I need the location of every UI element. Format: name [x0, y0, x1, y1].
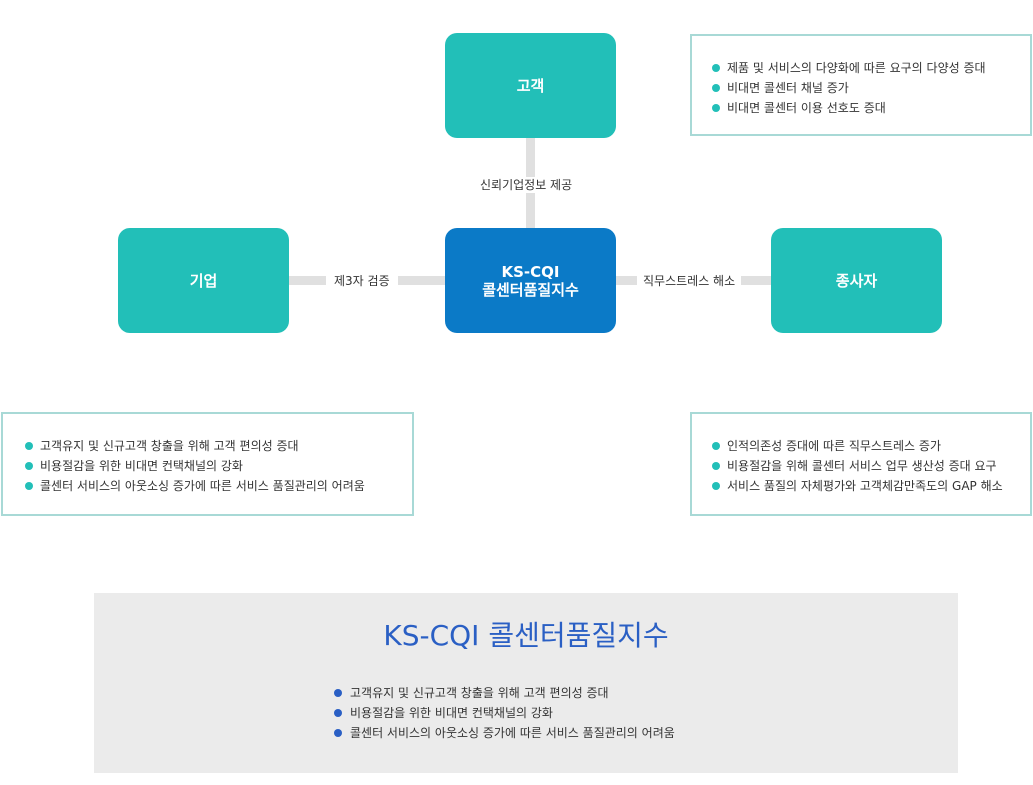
bullet-icon [25, 462, 33, 470]
bullet-icon [712, 482, 720, 490]
bullet-icon [334, 689, 342, 697]
node-company: 기업 [118, 228, 289, 333]
node-center-label-line2: 콜센터품질지수 [482, 280, 579, 299]
bullet-icon [712, 442, 720, 450]
list-item: 비용절감을 위한 비대면 컨택채널의 강화 [334, 703, 675, 723]
bullet-icon [25, 482, 33, 490]
list-item: 비대면 콜센터 이용 선호도 증대 [712, 98, 1030, 118]
bullet-icon [25, 442, 33, 450]
list-item: 서비스 품질의 자체평가와 고객체감만족도의 GAP 해소 [712, 476, 1030, 496]
summary-panel: KS-CQI 콜센터품질지수 고객유지 및 신규고객 창출을 위해 고객 편의성… [94, 593, 958, 773]
node-center: KS-CQI 콜센터품질지수 [445, 228, 616, 333]
customer-info-box: 제품 및 서비스의 다양화에 따른 요구의 다양성 증대 비대면 콜센터 채널 … [690, 34, 1032, 136]
bullet-icon [334, 729, 342, 737]
bullet-icon [334, 709, 342, 717]
list-item: 고객유지 및 신규고객 창출을 위해 고객 편의성 증대 [334, 683, 675, 703]
node-employee: 종사자 [771, 228, 942, 333]
node-center-label-line1: KS-CQI [501, 262, 560, 281]
list-item: 콜센터 서비스의 아웃소싱 증가에 따른 서비스 품질관리의 어려움 [25, 476, 412, 496]
customer-info-list: 제품 및 서비스의 다양화에 따른 요구의 다양성 증대 비대면 콜센터 채널 … [712, 58, 1030, 118]
summary-title: KS-CQI 콜센터품질지수 [383, 619, 669, 652]
company-info-box: 고객유지 및 신규고객 창출을 위해 고객 편의성 증대 비용절감을 위한 비대… [1, 412, 414, 516]
node-customer-label: 고객 [516, 76, 545, 95]
edge-label-customer-center: 신뢰기업정보 제공 [476, 177, 577, 193]
list-item: 비대면 콜센터 채널 증가 [712, 78, 1030, 98]
bullet-icon [712, 104, 720, 112]
list-item: 인적의존성 증대에 따른 직무스트레스 증가 [712, 436, 1030, 456]
list-item: 비용절감을 위해 콜센터 서비스 업무 생산성 증대 요구 [712, 456, 1030, 476]
bullet-icon [712, 64, 720, 72]
edge-label-company-center: 제3자 검증 [326, 273, 398, 289]
list-item: 콜센터 서비스의 아웃소싱 증가에 따른 서비스 품질관리의 어려움 [334, 723, 675, 743]
list-item: 비용절감을 위한 비대면 컨택채널의 강화 [25, 456, 412, 476]
summary-list: 고객유지 및 신규고객 창출을 위해 고객 편의성 증대 비용절감을 위한 비대… [334, 683, 675, 743]
edge-label-center-employee: 직무스트레스 해소 [637, 273, 742, 289]
node-employee-label: 종사자 [835, 271, 878, 290]
bullet-icon [712, 84, 720, 92]
node-customer: 고객 [445, 33, 616, 138]
company-info-list: 고객유지 및 신규고객 창출을 위해 고객 편의성 증대 비용절감을 위한 비대… [25, 436, 412, 496]
employee-info-box: 인적의존성 증대에 따른 직무스트레스 증가 비용절감을 위해 콜센터 서비스 … [690, 412, 1032, 516]
list-item: 제품 및 서비스의 다양화에 따른 요구의 다양성 증대 [712, 58, 1030, 78]
bullet-icon [712, 462, 720, 470]
node-company-label: 기업 [189, 271, 218, 290]
employee-info-list: 인적의존성 증대에 따른 직무스트레스 증가 비용절감을 위해 콜센터 서비스 … [712, 436, 1030, 496]
list-item: 고객유지 및 신규고객 창출을 위해 고객 편의성 증대 [25, 436, 412, 456]
